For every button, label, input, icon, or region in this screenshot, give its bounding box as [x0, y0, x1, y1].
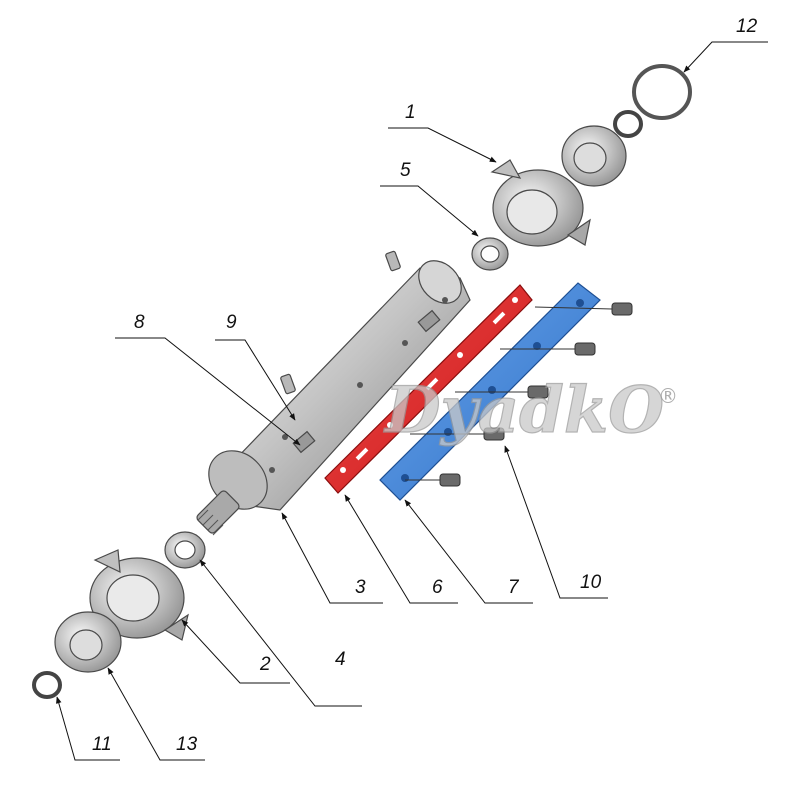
watermark-logo: DyadkO ®	[382, 372, 678, 448]
callout-2: 2	[259, 654, 271, 675]
shaft-drum	[196, 260, 471, 536]
callout-9: 9	[226, 312, 237, 333]
watermark-reg-mark: ®	[658, 384, 678, 408]
bearing-top	[561, 125, 627, 187]
set-screw-9	[280, 373, 296, 395]
knife-strip-red	[324, 284, 533, 494]
bearing-housing-top	[490, 159, 591, 247]
bearing-bottom-13	[54, 611, 122, 673]
bolt-group-10	[405, 302, 633, 487]
callout-11: 11	[92, 734, 112, 755]
callout-8: 8	[134, 312, 145, 333]
callout-labels: 1 2 3 4 5 6 7 8 9 10 11 12 13	[92, 16, 758, 755]
callout-1: 1	[405, 102, 416, 123]
callout-5: 5	[400, 160, 411, 181]
spacer-ring-4	[164, 531, 206, 569]
retaining-ring-top-small	[613, 110, 643, 138]
spacer-ring-5	[471, 237, 509, 271]
callout-3: 3	[355, 577, 366, 598]
callout-10: 10	[580, 572, 602, 593]
leader-lines	[56, 41, 768, 761]
circlip-12	[632, 64, 692, 120]
callout-7: 7	[508, 577, 520, 598]
retaining-ring-11	[32, 671, 62, 699]
callout-12: 12	[736, 16, 758, 37]
callout-4: 4	[335, 649, 346, 670]
callout-6: 6	[432, 577, 443, 598]
set-screw-top	[385, 250, 401, 272]
bearing-housing-bottom	[89, 549, 189, 641]
watermark-text: DyadkO	[383, 373, 664, 448]
callout-13: 13	[176, 734, 198, 755]
